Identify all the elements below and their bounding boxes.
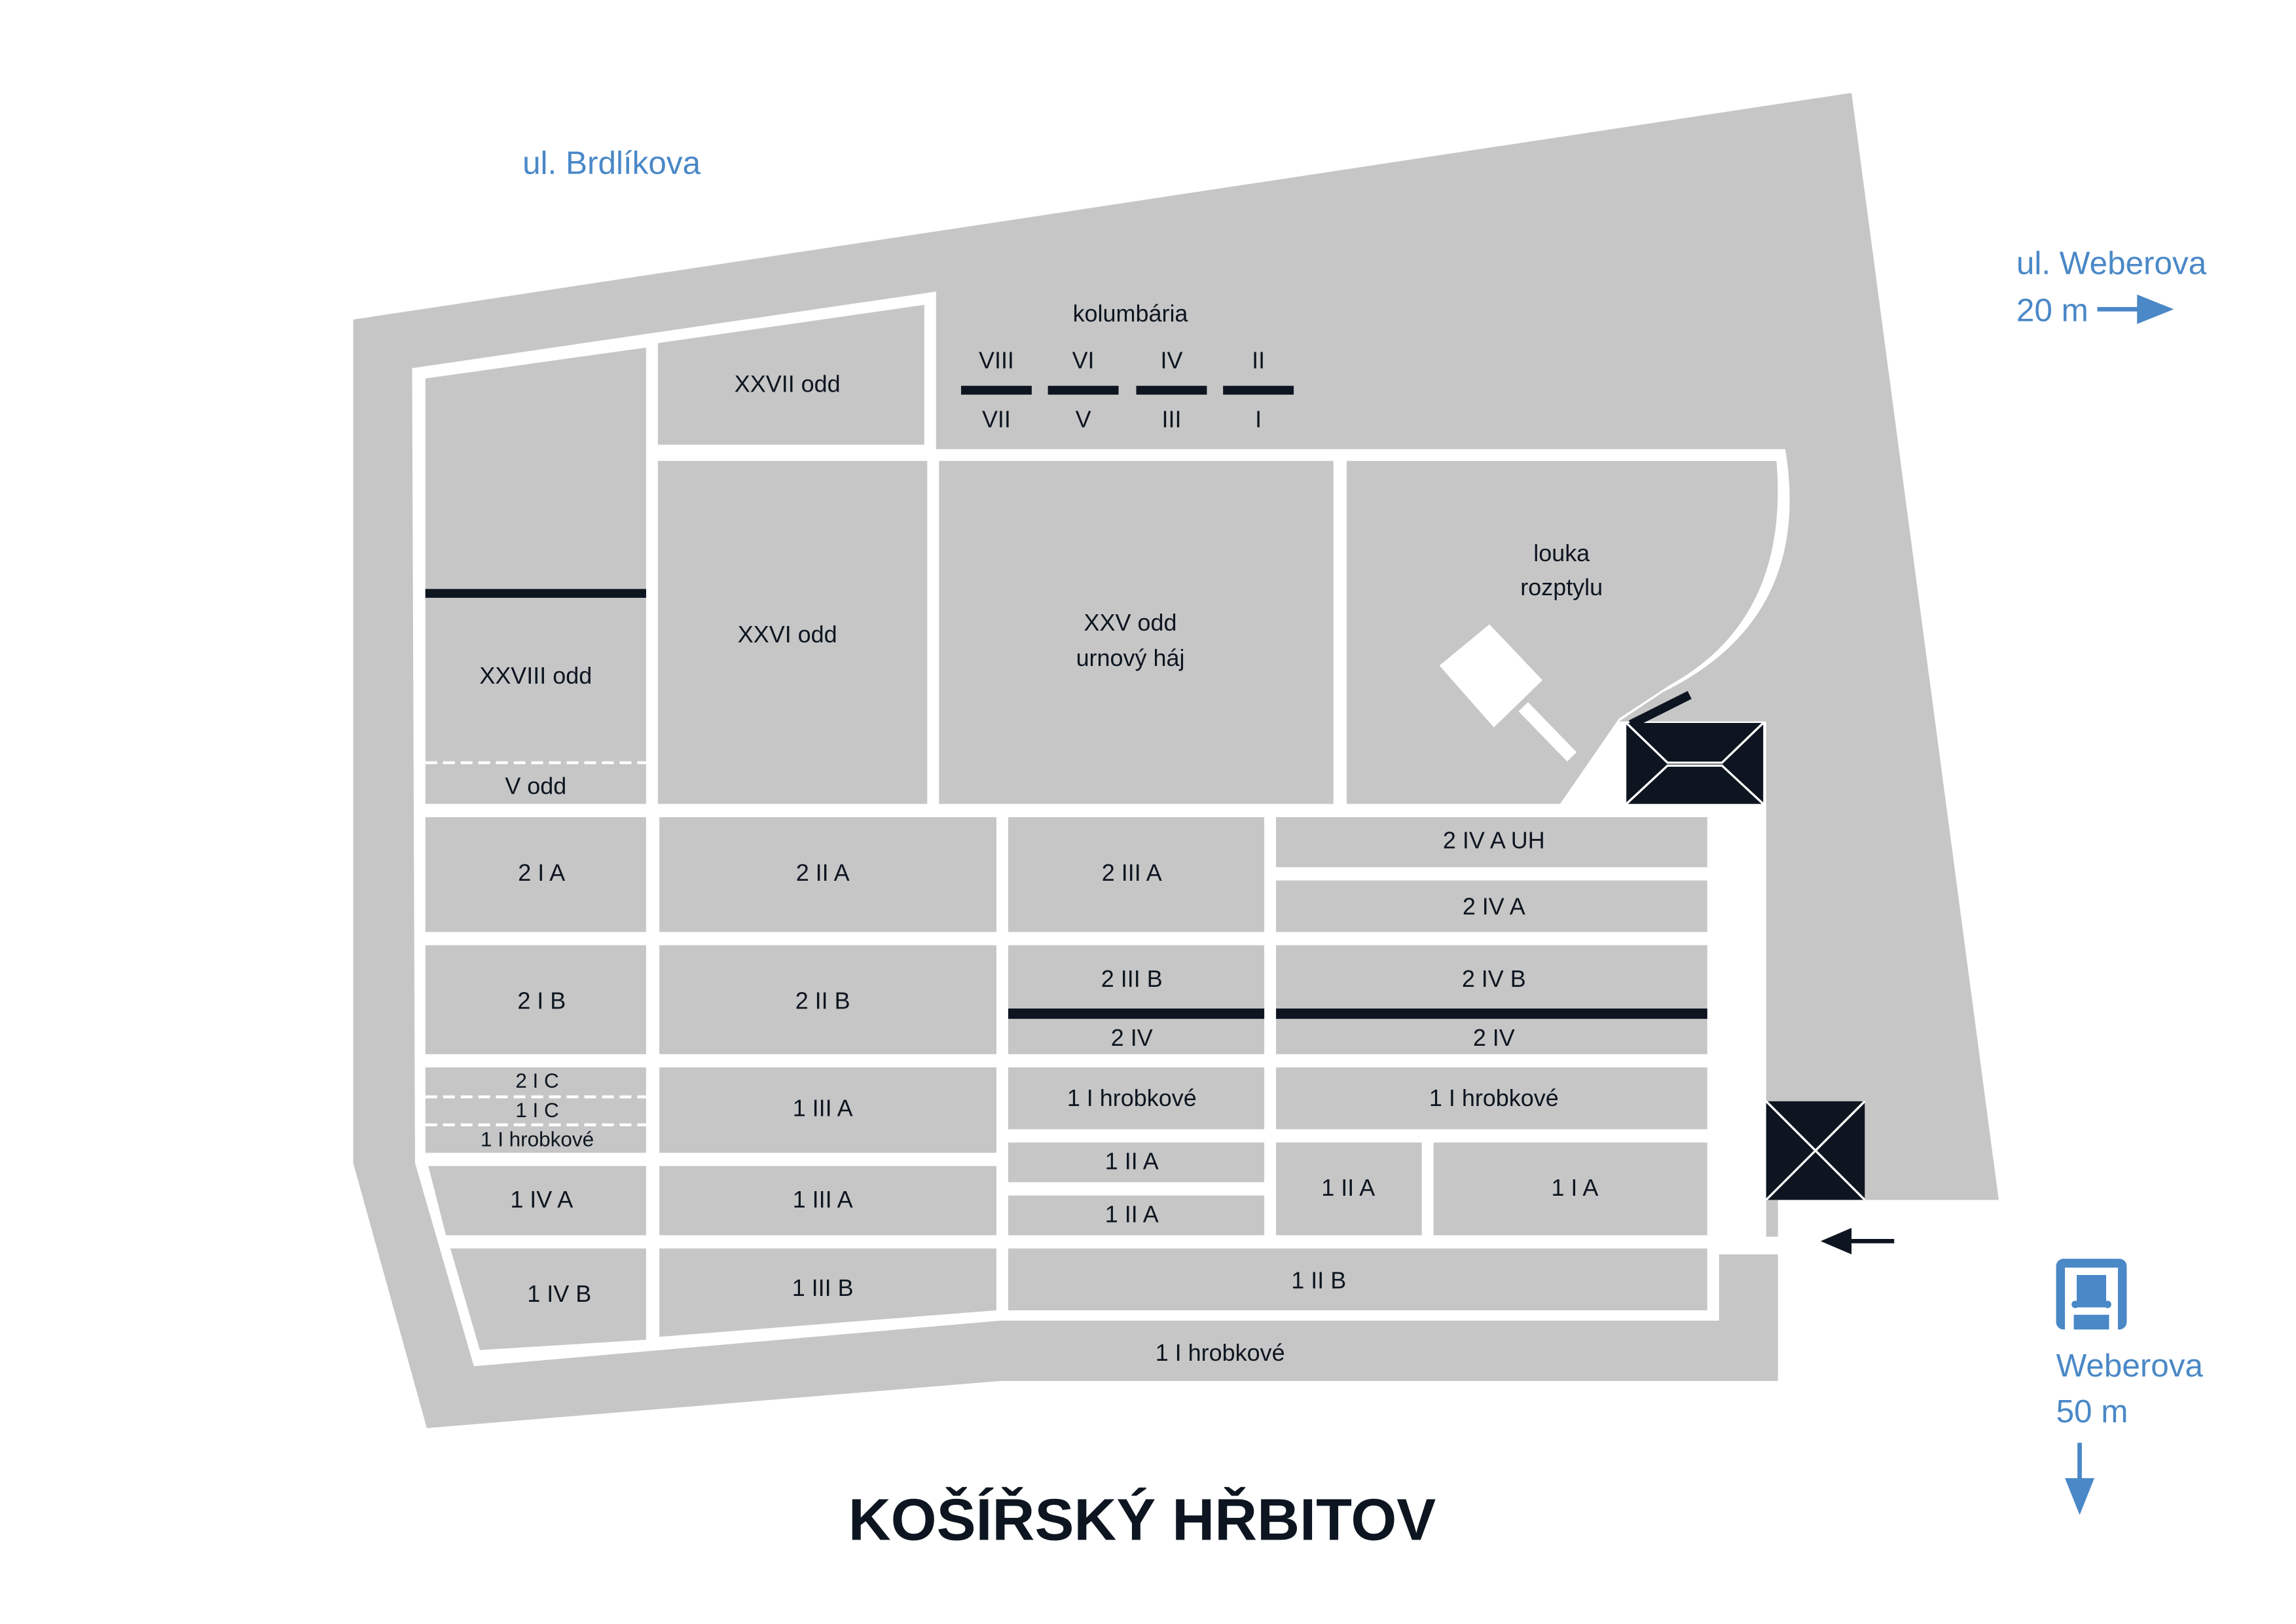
kolumbarium-wall xyxy=(1048,386,1119,395)
section-label: 1 I hrobkové xyxy=(481,1128,594,1151)
section-label: XXVIII odd xyxy=(479,662,592,689)
section-divider xyxy=(1276,1008,1707,1019)
arrow-down-icon xyxy=(2065,1443,2095,1515)
section-2-iv-a[interactable] xyxy=(1276,880,1707,932)
section-label: 2 IV A UH xyxy=(1443,827,1545,854)
kolumbarium-label: I xyxy=(1255,406,1262,433)
section-1-ii-a[interactable] xyxy=(1276,1142,1422,1236)
section-xxviii[interactable] xyxy=(425,347,646,804)
section-2-i-a[interactable] xyxy=(425,817,646,932)
section-label: XXV odd xyxy=(1084,609,1177,636)
arrow-right-icon xyxy=(2097,294,2174,324)
section-divider xyxy=(425,589,646,598)
kolumbarium-wall xyxy=(960,386,1032,395)
kolumbarium-label: III xyxy=(1161,406,1181,433)
section-label: 1 IV B xyxy=(527,1280,591,1307)
section-label: 1 III A xyxy=(793,1186,853,1213)
section-label: louka xyxy=(1533,540,1590,566)
bus-stop-distance: 50 m xyxy=(2056,1393,2128,1430)
section-label: XXVI odd xyxy=(738,621,837,648)
section-xxvi[interactable] xyxy=(657,460,928,804)
section-label: 1 II A xyxy=(1105,1201,1159,1228)
distance-label: 20 m xyxy=(2016,292,2088,328)
kolumbarium-wall xyxy=(1223,386,1294,395)
entrance-arrow-icon xyxy=(1820,1228,1895,1255)
section-label: rozptylu xyxy=(1520,574,1603,600)
kolumbarium-label: V xyxy=(1076,406,1091,433)
section-label: 1 I hrobkové xyxy=(1156,1339,1285,1366)
section-2-iv-a-uh[interactable] xyxy=(1276,817,1707,868)
section-1-iii-a[interactable] xyxy=(659,1166,996,1236)
section-1-i-hrobkove[interactable] xyxy=(1276,1067,1707,1130)
section-label: 1 I hrobkové xyxy=(1429,1084,1559,1111)
section-label: V odd xyxy=(505,772,566,799)
section-label: 2 IV B xyxy=(1462,965,1526,992)
section-label: 2 I A xyxy=(518,859,565,886)
section-1-ii-a[interactable] xyxy=(1008,1142,1265,1183)
section-2-iii-b[interactable] xyxy=(1008,945,1265,1054)
section-1-i-a[interactable] xyxy=(1433,1142,1707,1236)
section-label: 2 I B xyxy=(517,987,566,1014)
section-2-i-c[interactable] xyxy=(425,1067,646,1153)
monument-path xyxy=(1518,702,1577,762)
section-xxv[interactable] xyxy=(939,460,1334,804)
section-label: 1 III B xyxy=(792,1274,854,1301)
section-label: 2 II A xyxy=(796,859,850,886)
section-1-ii-b[interactable] xyxy=(1008,1248,1707,1310)
section-label: XXVII odd xyxy=(735,371,841,397)
section-2-iv-b[interactable] xyxy=(1276,945,1707,1054)
section-label: 2 III B xyxy=(1101,965,1163,992)
wall-hook xyxy=(1628,691,1692,729)
section-louka-rozptylu[interactable] xyxy=(1346,460,1778,804)
section-label: 2 IV xyxy=(1111,1024,1153,1051)
section-label: 1 II A xyxy=(1105,1148,1159,1175)
section-xxvii[interactable] xyxy=(657,304,924,445)
section-2-ii-b[interactable] xyxy=(659,945,996,1054)
street-label-brdlikova: ul. Brdlíkova xyxy=(522,145,701,181)
section-1-iii-a[interactable] xyxy=(659,1067,996,1153)
section-label: 2 I C xyxy=(515,1069,558,1092)
section-label: 2 IV A xyxy=(1463,893,1525,920)
section-label: 2 III A xyxy=(1102,859,1162,886)
section-label: 1 I A xyxy=(1551,1174,1598,1201)
kolumbarium-label: II xyxy=(1252,347,1265,374)
section-1-iv-b[interactable] xyxy=(450,1248,646,1350)
kolumbaria xyxy=(960,386,1294,395)
section-label: 2 IV xyxy=(1473,1024,1515,1051)
kolumbarium-wall xyxy=(1136,386,1207,395)
monument xyxy=(1439,624,1542,728)
section-label: 2 II B xyxy=(795,987,850,1014)
section-label: 1 I hrobkové xyxy=(1067,1084,1197,1111)
section-label: 1 III A xyxy=(793,1095,853,1122)
street-label-weberova: ul. Weberova xyxy=(2016,245,2207,281)
section-label: 1 II B xyxy=(1291,1267,1346,1294)
section-label: 1 IV A xyxy=(510,1186,573,1213)
section-2-i-b[interactable] xyxy=(425,945,646,1054)
section-2-ii-a[interactable] xyxy=(659,817,996,932)
section-1-ii-a[interactable] xyxy=(1008,1195,1265,1236)
building-icon xyxy=(1765,1100,1866,1201)
map-title: KOŠÍŘSKÝ HŘBITOV xyxy=(848,1486,1436,1553)
section-1-i-hrobkove[interactable] xyxy=(1008,1067,1265,1130)
section-label: 1 I C xyxy=(515,1099,558,1122)
kolumbarium-label: VI xyxy=(1072,347,1095,374)
bus-stop-icon xyxy=(2056,1259,2127,1331)
section-divider xyxy=(1008,1008,1265,1019)
kolumbarium-label: IV xyxy=(1160,347,1182,374)
kolumbarium-label: VII xyxy=(982,406,1011,433)
section-2-iii-a[interactable] xyxy=(1008,817,1265,932)
building-icon xyxy=(1625,722,1764,805)
kolumbaria-label: kolumbária xyxy=(1073,300,1188,327)
bus-stop-name: Weberova xyxy=(2056,1348,2204,1384)
section-label: 1 II A xyxy=(1321,1174,1375,1201)
kolumbarium-label: VIII xyxy=(979,347,1014,374)
section-1-iii-b[interactable] xyxy=(659,1248,996,1337)
section-label: urnový háj xyxy=(1076,644,1185,671)
section-1-iv-a[interactable] xyxy=(428,1166,646,1236)
